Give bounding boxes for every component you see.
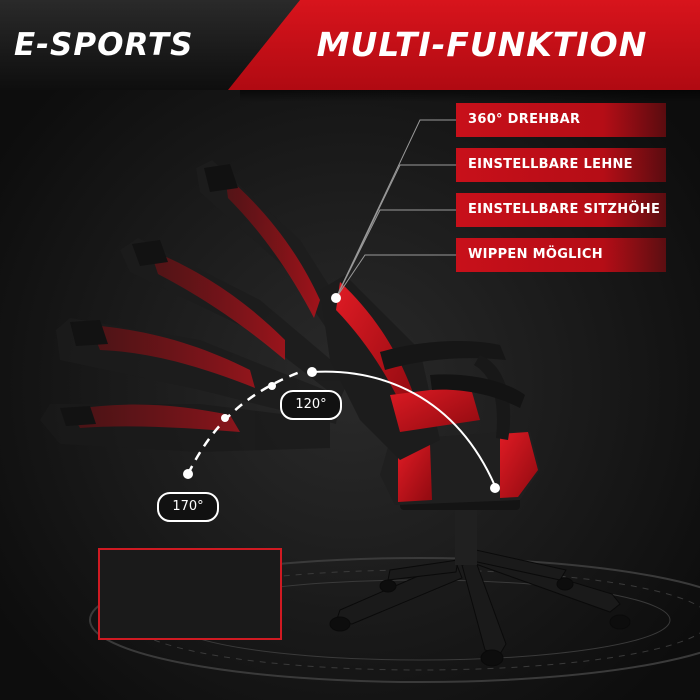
armrest-pad [380,340,506,370]
feature-tag-rotation: 360° DREHBAR [456,103,666,137]
gaming-chair [320,275,631,667]
seat-side-red [398,444,432,502]
ghost-backrest-170 [40,404,330,452]
backrest-red-stripe [336,282,412,420]
angle-badge-170: 170° [157,492,219,522]
header-right-banner [228,0,700,90]
inset-photo-frame [98,548,282,640]
angle-badge-120: 120° [280,390,342,420]
armrest-support [474,355,511,440]
lumbar-pillow [390,385,480,432]
ghost-backrest-135 [120,238,350,400]
header-esports-title: E-SPORTS [14,27,194,63]
callout-dot [331,293,341,303]
ghost-backrest-150 [56,318,340,424]
callout-lines [335,119,456,299]
recline-arcs [186,370,496,487]
reclined-backrest-ghosts [40,160,370,452]
chair-base [329,549,631,667]
seat-side-red-right [500,432,538,498]
gas-lift [455,500,477,565]
feature-tag-rocking: WIPPEN MÖGLICH [456,238,666,272]
header-multifunktion-title: MULTI-FUNKTION [316,25,648,64]
arc-markers [183,367,500,493]
feature-tag-seat-height: EINSTELLBARE SITZHÖHE [456,193,666,227]
header-shadow [240,90,700,102]
feature-tag-adjustable-backrest: EINSTELLBARE LEHNE [456,148,666,182]
armrest-pad-front [430,374,525,408]
